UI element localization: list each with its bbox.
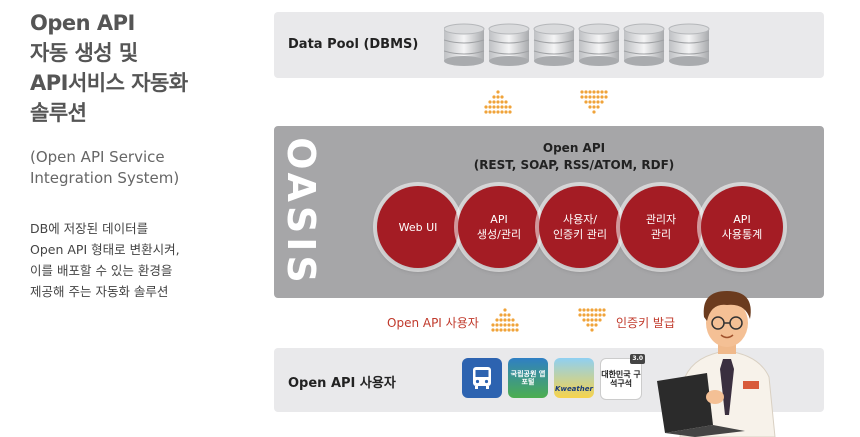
title-line-4: 솔루션	[30, 101, 87, 125]
database-icon	[578, 23, 620, 66]
module-admin-management: 관리자 관리	[620, 186, 702, 268]
oasis-panel: OASIS Open API (REST, SOAP, RSS/ATOM, RD…	[274, 126, 824, 298]
map-app-icon: 국립공원 앱포털	[508, 358, 548, 398]
solution-subtitle: (Open API Service Integration System)	[30, 147, 250, 189]
down-arrow-icon	[580, 90, 608, 114]
module-label: 관리	[650, 228, 672, 241]
map-app-text: 국립공원 앱포털	[510, 370, 546, 386]
module-user-key-management: 사용자/ 인증키 관리	[539, 186, 621, 268]
open-api-title: Open API	[542, 141, 606, 155]
weather-app-text: Kweather	[555, 385, 593, 393]
api-user-label: Open API 사용자	[288, 376, 396, 391]
oasis-brand-text: OASIS	[279, 137, 323, 287]
module-label: 생성/관리	[476, 228, 522, 241]
database-icons	[444, 23, 710, 66]
module-label: API	[490, 213, 508, 226]
title-line-3: API서비스 자동화	[30, 71, 188, 95]
korea-app-text: 대한민국 구석구석	[601, 370, 641, 388]
desc-line-2: Open API 형태로 변환시켜,	[30, 242, 180, 257]
database-icon	[444, 23, 485, 66]
weather-app-icon: Kweather	[554, 358, 594, 398]
down-arrow-icon	[578, 308, 606, 332]
oasis-brand: OASIS	[279, 137, 323, 287]
title-line-1: Open API	[30, 11, 135, 35]
module-label: 사용통계	[721, 228, 763, 241]
open-api-heading: Open API (REST, SOAP, RSS/ATOM, RDF)	[424, 140, 724, 174]
database-icon	[488, 23, 530, 66]
up-arrow-icon	[484, 90, 512, 114]
korea-app-icon: 대한민국 구석구석 3.0	[600, 354, 645, 400]
bus-icon	[462, 358, 502, 398]
data-pool-label: Data Pool (DBMS)	[288, 37, 419, 52]
desc-line-4: 제공해 주는 자동화 솔루션	[30, 284, 169, 299]
module-label: 관리자	[645, 213, 677, 226]
data-pool-panel: Data Pool (DBMS)	[274, 12, 824, 78]
subtitle-line-2: Integration System)	[30, 169, 180, 187]
module-label: API	[733, 213, 751, 226]
subtitle-line-1: (Open API Service	[30, 148, 165, 166]
module-label: 인증키 관리	[552, 228, 608, 241]
flow-label-key-issue: 인증키 발급	[616, 316, 676, 330]
solution-description: DB에 저장된 데이터를 Open API 형태로 변환시켜, 이를 배포할 수…	[30, 218, 270, 302]
flow-label-user: Open API 사용자	[387, 316, 479, 330]
database-icon	[623, 23, 665, 66]
desc-line-1: DB에 저장된 데이터를	[30, 221, 149, 236]
module-web-ui: Web UI	[377, 186, 459, 268]
database-icon	[533, 23, 575, 66]
module-api-statistics: API 사용통계	[701, 186, 783, 268]
database-icon	[668, 23, 710, 66]
title-line-2: 자동 생성 및	[30, 41, 138, 65]
desc-line-3: 이를 배포할 수 있는 환경을	[30, 263, 173, 278]
module-label: Web UI	[398, 220, 438, 234]
user-illustration	[657, 291, 776, 437]
module-api-management: API 생성/관리	[458, 186, 540, 268]
version-badge: 3.0	[630, 354, 645, 364]
module-label: 사용자/	[562, 213, 598, 226]
open-api-protocols: (REST, SOAP, RSS/ATOM, RDF)	[473, 158, 675, 172]
up-arrow-icon	[491, 308, 519, 332]
solution-title: Open API 자동 생성 및 API서비스 자동화 솔루션	[30, 8, 250, 128]
